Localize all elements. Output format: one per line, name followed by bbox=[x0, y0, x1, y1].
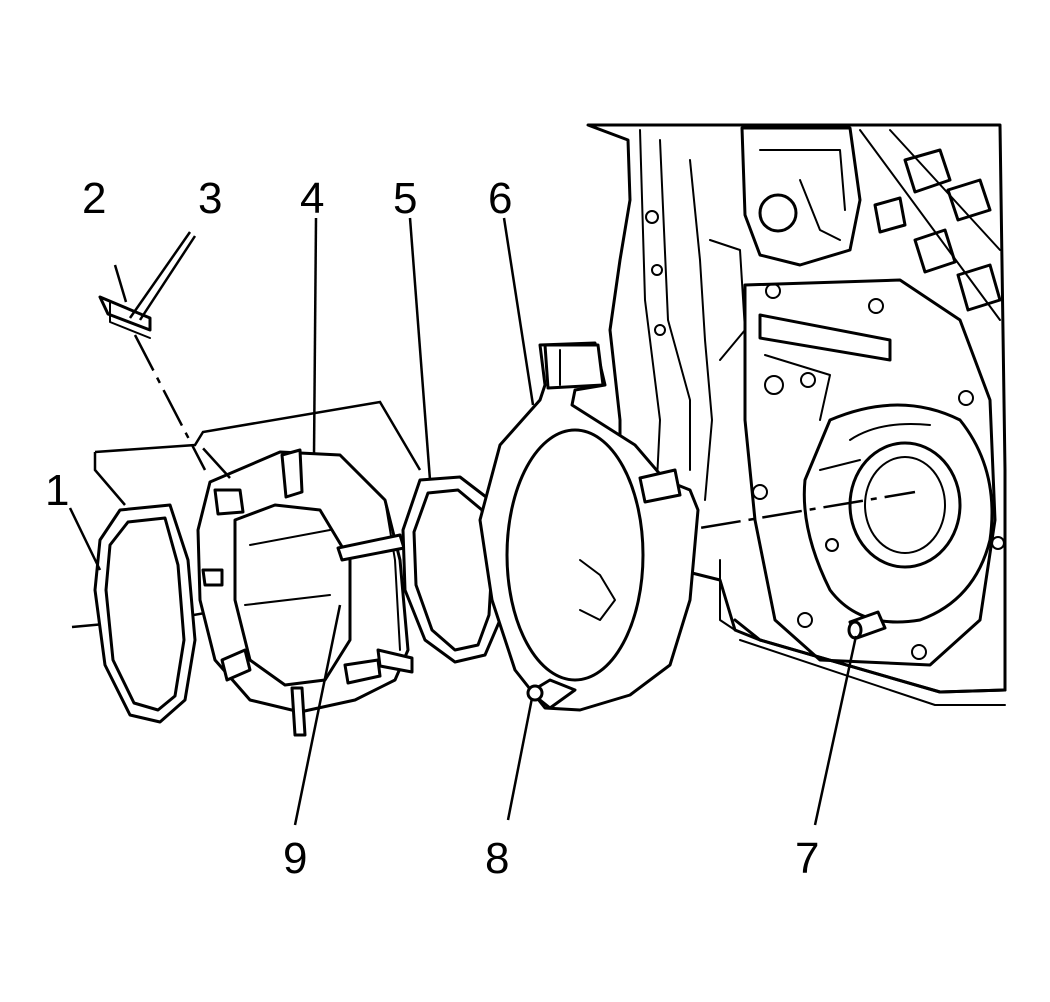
part-2-3-small-bracket bbox=[98, 231, 207, 471]
callout-2: 2 bbox=[82, 174, 106, 223]
part-1-o-ring bbox=[93, 503, 197, 724]
callout-6: 6 bbox=[488, 174, 512, 223]
callout-1: 1 bbox=[45, 466, 69, 515]
part-6-sensor-ring bbox=[478, 341, 700, 712]
callout-5: 5 bbox=[393, 174, 417, 223]
callout-4: 4 bbox=[300, 174, 324, 223]
callout-3: 3 bbox=[198, 174, 222, 223]
callout-9: 9 bbox=[283, 834, 307, 883]
leader-lines bbox=[68, 217, 858, 826]
part-5-o-ring bbox=[401, 475, 505, 664]
callout-labels: 1 2 3 4 5 6 7 8 9 bbox=[45, 174, 819, 883]
part-4-seal-housing bbox=[196, 448, 414, 737]
callout-8: 8 bbox=[485, 834, 509, 883]
engine-front-cover bbox=[586, 123, 1007, 706]
callout-7: 7 bbox=[795, 834, 819, 883]
group-bracket bbox=[93, 400, 422, 506]
